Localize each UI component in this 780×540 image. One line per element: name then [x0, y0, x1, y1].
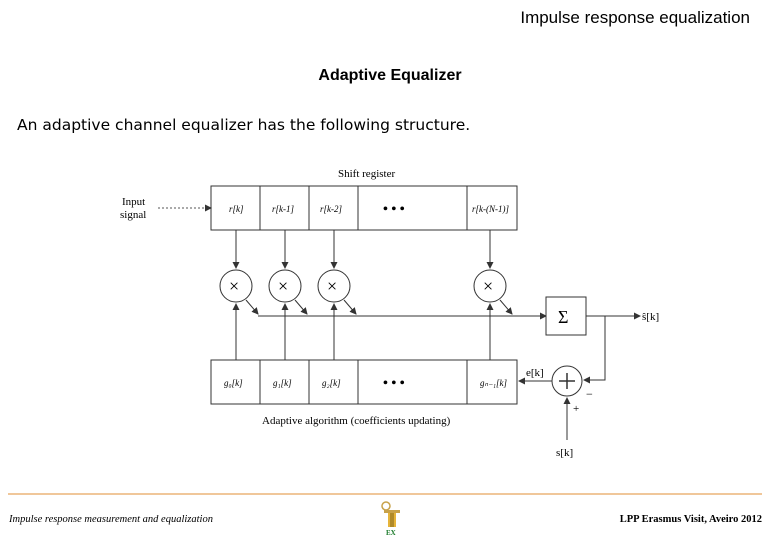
footer-right-text: LPP Erasmus Visit, Aveiro 2012: [619, 514, 762, 525]
coeff-cell: g₀[k]: [224, 378, 243, 388]
error-plus: +: [573, 403, 579, 415]
multiplier: [317, 269, 351, 303]
coefficient-register: g₀[k] g₁[k] g₂[k] • • • gₙ₋₁[k]: [210, 359, 518, 405]
output-label: ŝ[k]: [642, 311, 659, 323]
error-minus: −: [586, 387, 593, 401]
input-label-line1: Input: [122, 196, 145, 208]
section-subtitle: Adaptive Equalizer: [318, 67, 462, 84]
register-cell: r[k-(N-1)]: [472, 204, 509, 214]
input-label-line2: signal: [120, 209, 146, 221]
shift-register-label: Shift register: [338, 168, 395, 180]
coeff-cell: g₂[k]: [322, 378, 341, 388]
error-summer: [551, 365, 583, 397]
coeff-cell: g₁[k]: [273, 378, 292, 388]
university-logo-icon: EX: [381, 501, 400, 536]
desired-label: s[k]: [556, 447, 573, 459]
multiplier: [219, 269, 253, 303]
equalizer-diagram: Shift register Input signal r[k] r[k-1] …: [120, 168, 659, 459]
sum-symbol: Σ: [558, 307, 568, 327]
error-label: e[k]: [526, 367, 544, 379]
algorithm-label: Adaptive algorithm (coefficients updatin…: [262, 415, 451, 427]
multiplier-symbol: ×: [483, 276, 493, 296]
slide-title: Impulse response equalization: [520, 8, 750, 27]
footer-left-text: Impulse response measurement and equaliz…: [9, 514, 213, 525]
intro-text: An adaptive channel equalizer has the fo…: [17, 116, 471, 134]
multiplier: [473, 269, 507, 303]
summation-block: Σ: [545, 296, 587, 336]
register-cell: r[k]: [229, 204, 244, 214]
multiplier-symbol: ×: [278, 276, 288, 296]
footer-divider: [8, 493, 762, 495]
coeff-cell: gₙ₋₁[k]: [480, 378, 507, 388]
coeff-cell: • • •: [383, 376, 405, 391]
multiplier-symbol: ×: [229, 276, 239, 296]
multiplier: [268, 269, 302, 303]
shift-register: r[k] r[k-1] r[k-2] • • • r[k-(N-1)]: [210, 185, 518, 231]
register-cell: r[k-2]: [320, 204, 342, 214]
register-cell: • • •: [383, 202, 405, 217]
multipliers: × × × ×: [219, 269, 507, 303]
register-cell: r[k-1]: [272, 204, 294, 214]
multiplier-symbol: ×: [327, 276, 337, 296]
logo-text: EX: [386, 529, 396, 536]
